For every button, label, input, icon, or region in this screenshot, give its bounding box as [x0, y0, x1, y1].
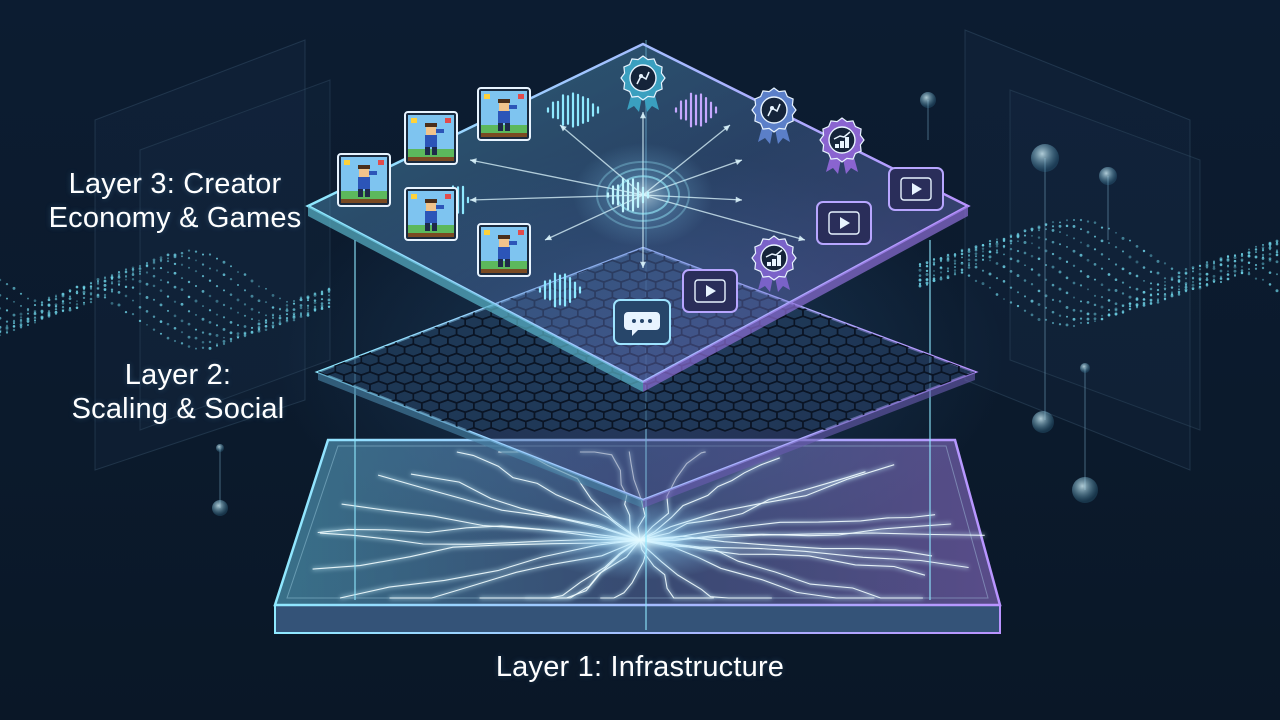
layer-1-platform [273, 438, 1002, 634]
chat-bubble-icon [613, 299, 671, 345]
arrow-icon [559, 124, 644, 196]
game-character-card-icon [337, 153, 391, 207]
sound-wave-icon [538, 272, 582, 308]
layer-2-label: Layer 2: Scaling & Social [48, 358, 308, 426]
game-character-card-icon [404, 187, 458, 241]
video-play-icon [682, 269, 738, 313]
award-badge-icon [751, 87, 797, 144]
layer-3-content [337, 55, 944, 345]
game-character-card-icon [477, 223, 531, 277]
layer-2-label-line-2: Scaling & Social [71, 393, 285, 425]
growth-chart-badge-icon [751, 235, 797, 292]
layer-3-label: Layer 3: Creator Economy & Games [30, 167, 320, 235]
layer-2-label-line-1: Layer 2: [124, 359, 232, 391]
video-play-icon [888, 167, 944, 211]
sound-wave-icon [674, 92, 718, 128]
game-character-card-icon [477, 87, 531, 141]
layer-3-label-line-2: Economy & Games [48, 202, 302, 234]
floating-orbs [212, 92, 1117, 516]
growth-chart-badge-icon [819, 117, 865, 174]
arrow-icon [642, 194, 743, 201]
sound-wave-icon [606, 177, 650, 213]
particle-wave-field [0, 218, 1279, 350]
sound-wave-icon [546, 92, 600, 128]
background-glass-panels [94, 29, 1201, 471]
video-play-icon [816, 201, 872, 245]
award-badge-icon [620, 55, 666, 112]
game-character-card-icon [404, 111, 458, 165]
arrow-icon [469, 194, 644, 201]
arrow-icon [642, 159, 743, 196]
arrow-icon [642, 194, 806, 241]
layer-3-label-line-1: Layer 3: Creator [68, 168, 282, 200]
arrow-icon [642, 124, 731, 196]
arrow-icon [469, 159, 644, 196]
layer-1-label: Layer 1: Infrastructure [440, 650, 840, 684]
arrow-icon [544, 194, 644, 241]
layer-1-label-line-1: Layer 1: Infrastructure [495, 651, 785, 683]
